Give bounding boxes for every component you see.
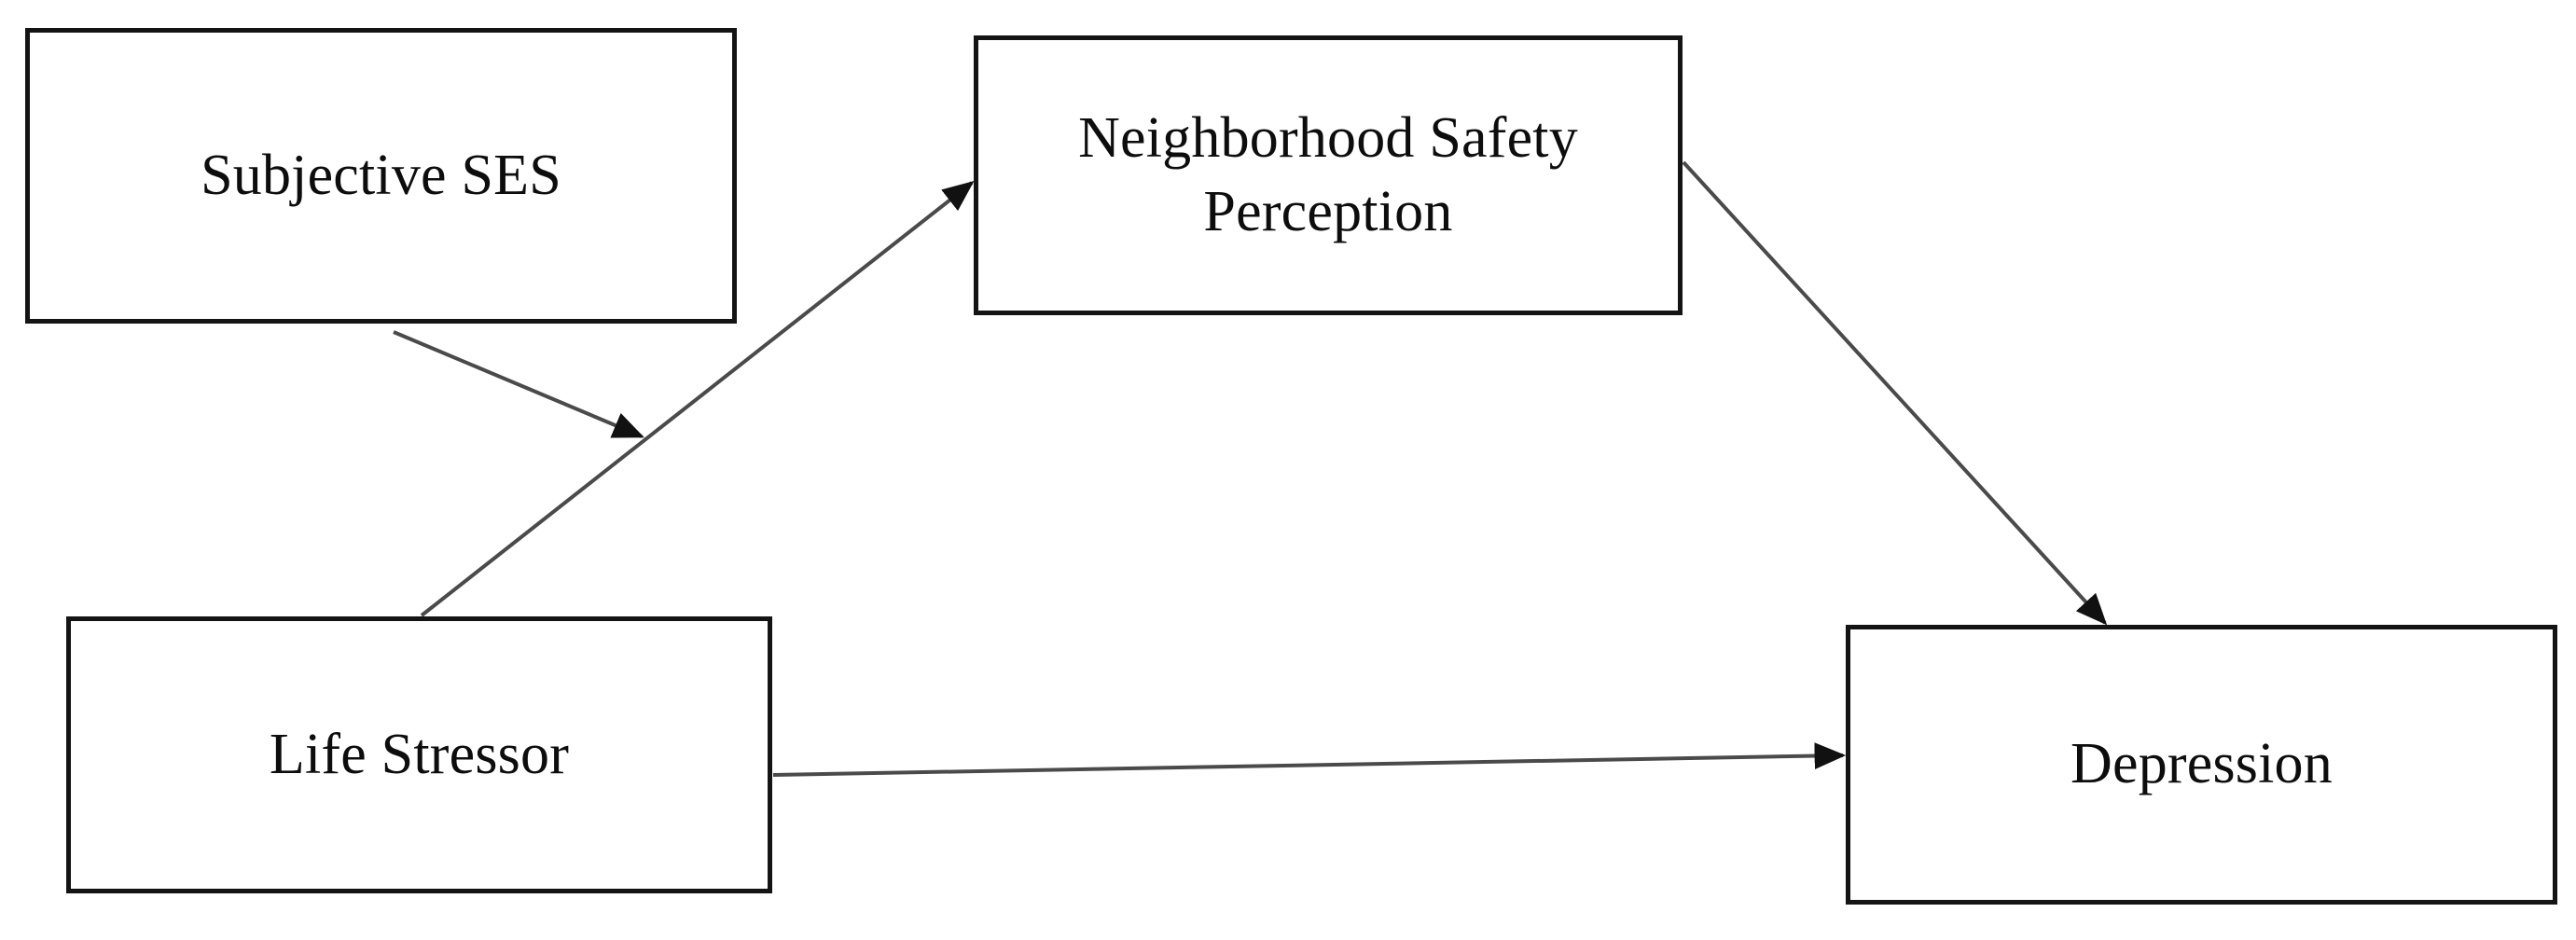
node-label-neighborhood-safety-perception: Neighborhood Safety Perception <box>1078 105 1578 243</box>
edge-neighborhood-safety-to-depression <box>1682 160 2108 626</box>
node-neighborhood-safety-perception: Neighborhood Safety Perception <box>974 35 1683 315</box>
edge-life-stressor-to-depression <box>772 742 1847 777</box>
node-life-stressor: Life Stressor <box>66 616 772 893</box>
node-label-depression: Depression <box>2070 732 2333 796</box>
node-depression: Depression <box>1846 625 2557 905</box>
node-label-life-stressor: Life Stressor <box>269 722 570 786</box>
node-label-subjective-ses: Subjective SES <box>201 143 561 207</box>
node-subjective-ses: Subjective SES <box>25 28 737 324</box>
edge-subjective-ses-to-stressor-path <box>393 330 644 438</box>
